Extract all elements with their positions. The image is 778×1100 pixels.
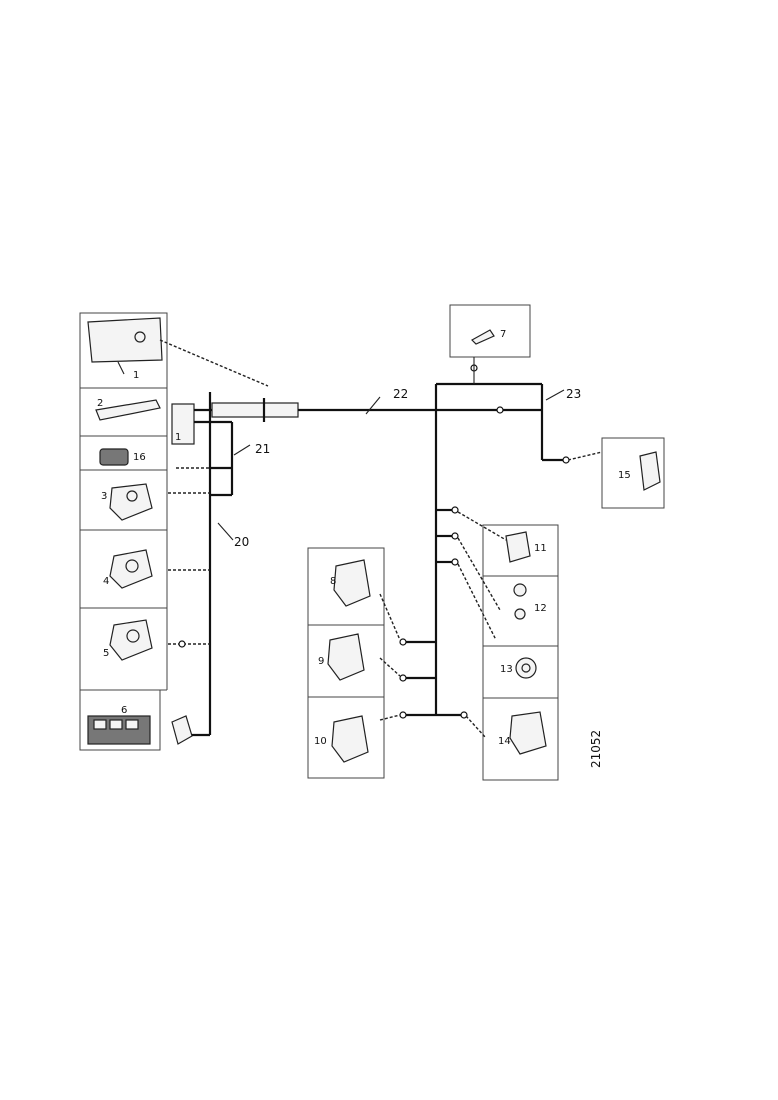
component-9-module: 9 <box>318 633 365 681</box>
label-7: 7 <box>500 329 506 340</box>
label-9: 9 <box>318 656 324 667</box>
label-10: 10 <box>314 736 327 747</box>
component-1-junction: 1 <box>171 403 195 445</box>
label-20: 20 <box>234 535 249 549</box>
component-16-connector: 16 <box>99 448 146 466</box>
component-13-sensor: 13 <box>500 657 537 679</box>
component-8-module: 8 <box>330 559 371 607</box>
right-branches <box>436 506 507 739</box>
label-15: 15 <box>618 470 631 481</box>
label-1: 1 <box>133 370 139 381</box>
left-component-column <box>79 312 168 751</box>
label-13: 13 <box>500 664 513 675</box>
label-23: 23 <box>566 387 581 401</box>
component-15-panel: 15 <box>601 437 665 509</box>
component-5-relay: 5 <box>103 619 153 661</box>
label-22: 22 <box>393 387 408 401</box>
component-3-relay: 3 <box>101 483 153 521</box>
component-11-sensor: 11 <box>505 531 547 563</box>
component-2-sensor: 2 <box>95 398 161 421</box>
label-6: 6 <box>121 705 127 716</box>
drawing-code: 21052 <box>589 730 603 768</box>
component-7-panel: 7 <box>449 304 531 358</box>
label-5: 5 <box>103 648 109 659</box>
label-11: 11 <box>534 543 547 554</box>
label-14: 14 <box>498 736 511 747</box>
harness-20-21: 20 21 <box>159 339 270 737</box>
label-8: 8 <box>330 576 336 587</box>
component-14-actuator: 14 <box>498 711 547 755</box>
component-6-fuse-box: 6 <box>87 705 151 745</box>
label-3: 3 <box>101 491 107 502</box>
label-16: 16 <box>133 452 146 463</box>
harness-23-right-trunk: 23 <box>434 357 603 715</box>
component-12-sensor: 12 <box>513 583 547 620</box>
middle-branches <box>379 593 436 721</box>
connector-left-bottom <box>171 715 193 745</box>
component-1-control-unit: 1 <box>87 317 163 381</box>
label-4: 4 <box>103 576 109 587</box>
middle-component-column <box>307 547 385 779</box>
label-2: 2 <box>97 398 103 409</box>
label-12: 12 <box>534 603 547 614</box>
right-component-column <box>482 524 559 781</box>
component-4-relay: 4 <box>103 549 153 589</box>
component-10-module: 10 <box>314 715 369 763</box>
label-21: 21 <box>255 442 270 456</box>
harness-22: 22 <box>298 387 436 415</box>
label-1b: 1 <box>175 432 181 443</box>
